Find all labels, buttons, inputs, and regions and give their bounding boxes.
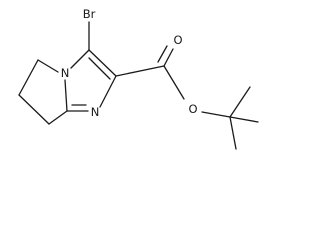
- imine-nitrogen-label: N: [91, 105, 100, 119]
- bond-carbonyl-o-double-a: [163, 48, 174, 67]
- bond-oester-cq: [201, 111, 231, 118]
- bond-n1-c3: [70, 49, 90, 69]
- bond-c2-carbonyl: [115, 65, 165, 77]
- bond-c3-c2-inner: [88, 57, 111, 80]
- bromine-label: Br: [83, 7, 96, 21]
- ester-oxygen-label: O: [188, 102, 197, 116]
- bond-carbonyl-oester: [163, 65, 185, 100]
- bond-ch2c-c7a: [48, 110, 68, 125]
- molecule-canvas: Br N N O O: [18, 7, 259, 150]
- carbonyl-oxygen-label: O: [173, 33, 182, 47]
- molecule-structure: Br N N O O: [18, 7, 259, 150]
- bond-n1-c7a: [64, 79, 68, 112]
- bond-n1-ch2a: [37, 59, 59, 73]
- bond-c3-c2: [88, 49, 117, 77]
- bond-cq-me-up: [229, 86, 251, 118]
- bond-carbonyl-o-double-b: [157, 45, 168, 63]
- bond-cq-me-down: [229, 116, 237, 150]
- ring-nitrogen-label: N: [61, 66, 70, 80]
- bond-cq-me-right: [229, 116, 259, 123]
- bond-ch2a-ch2b: [18, 59, 39, 96]
- bond-c2-n3: [99, 75, 117, 108]
- bond-ch2b-ch2c: [18, 94, 50, 125]
